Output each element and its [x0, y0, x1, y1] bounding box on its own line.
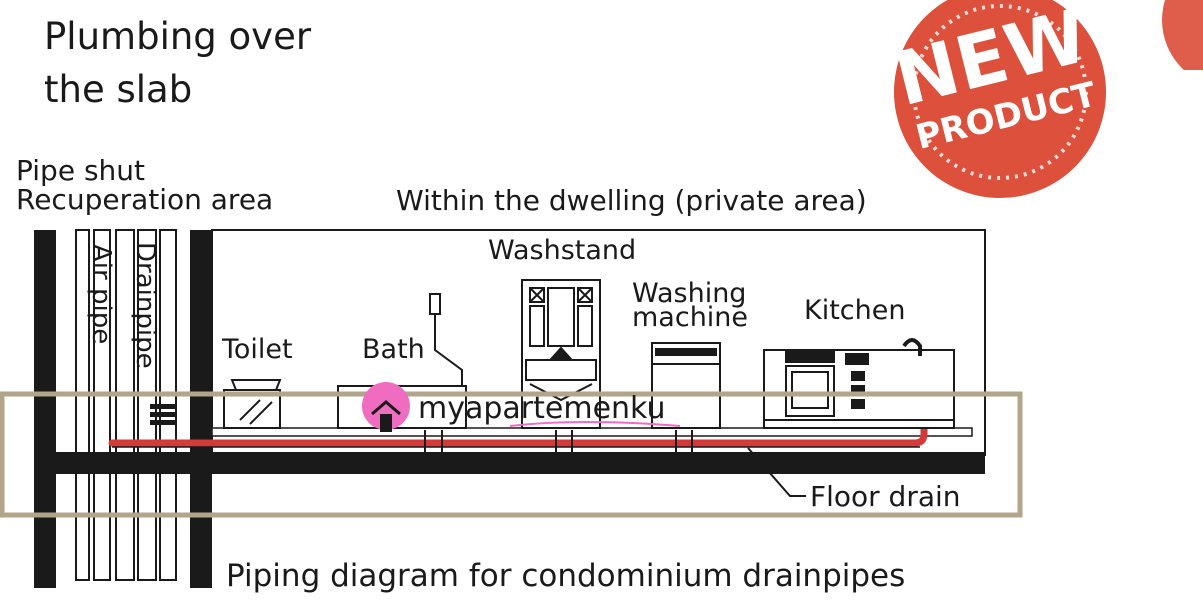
- washstand-label: Washstand: [488, 235, 637, 266]
- shaft-right-wall: [190, 230, 212, 588]
- dwelling-label: Within the dwelling (private area): [396, 184, 867, 217]
- new-product-stamp: NEW PRODUCT: [887, 0, 1106, 198]
- toilet-label: Toilet: [222, 334, 293, 365]
- floor-drain-label: Floor drain: [810, 480, 961, 513]
- watermark-circle: [361, 382, 410, 430]
- toilet-fixture: [223, 379, 282, 429]
- air-pipe: [93, 229, 111, 581]
- bath-label: Bath: [362, 334, 425, 365]
- title-line-2: the slab: [44, 68, 193, 111]
- watermark-swoosh: [509, 421, 681, 427]
- air-pipe-outer: [75, 229, 90, 581]
- shaft-label-line-1: Pipe shut: [16, 154, 146, 187]
- shaft-left-wall: [34, 230, 56, 588]
- highlight-frame: [0, 391, 1023, 518]
- stamp-edge: [1162, 0, 1203, 70]
- diagram-caption: Piping diagram for condominium drainpipe…: [226, 558, 906, 594]
- kitchen-fixture: [763, 338, 955, 429]
- drain-pipe: [108, 424, 928, 447]
- washing-machine-fixture: [651, 342, 721, 429]
- watermark-logo: myapartemenku: [361, 382, 681, 432]
- house-door-icon: [380, 414, 392, 432]
- stamp-disc: [894, 0, 1106, 198]
- floor-slab: [34, 452, 985, 474]
- drainpipe-label: Drainpipe: [130, 242, 160, 369]
- watermark-text: myapartemenku: [418, 391, 666, 426]
- washing-machine-label: Washing machine: [632, 278, 749, 333]
- stamp-ring: [912, 4, 1088, 180]
- drainpipe-outer: [115, 229, 135, 581]
- diagram-title: Plumbing over the slab: [44, 10, 311, 116]
- shaft-label: Pipe shut Recuperation area: [16, 156, 273, 214]
- kitchen-label: Kitchen: [804, 295, 906, 326]
- air-pipe-label: Air pipe: [86, 244, 116, 345]
- house-icon: [371, 400, 401, 416]
- washing-label-line-1: Washing: [632, 278, 747, 309]
- drainpipe-joint: [150, 404, 176, 425]
- washing-label-line-2: machine: [632, 302, 749, 333]
- title-line-1: Plumbing over: [44, 15, 312, 58]
- shaft-label-line-2: Recuperation area: [16, 183, 274, 216]
- floor-drain-leader: [747, 447, 806, 497]
- pipe-supports: [424, 430, 693, 452]
- washstand-fixture: [521, 279, 601, 429]
